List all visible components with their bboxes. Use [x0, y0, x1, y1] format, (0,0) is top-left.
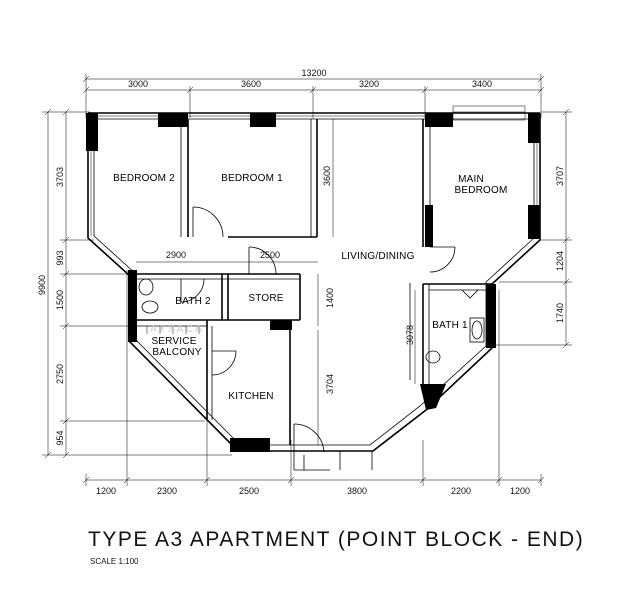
left-dimension-3: 1500: [55, 290, 65, 310]
bottom-dimension-3: 2500: [239, 486, 259, 496]
left-dimension-5: 954: [55, 430, 65, 445]
store-width-dimension: 2500: [260, 250, 280, 260]
outer-walls: [87, 105, 541, 452]
left-overall-dimension: 9900: [37, 275, 47, 295]
room-label-living-dining: LIVING/DINING: [341, 251, 414, 262]
bottom-dimension-6: 1200: [510, 486, 530, 496]
bottom-dimension-2: 2300: [157, 486, 177, 496]
room-label-store: STORE: [248, 293, 283, 304]
watermark-text: A Y S A C A: [150, 324, 202, 335]
right-dimension-1: 3707: [555, 166, 565, 186]
room-label-service-balcony-line2: BALCONY: [152, 347, 201, 358]
right-dimension-3: 1740: [555, 303, 565, 323]
room-label-bath-1: BATH 1: [432, 320, 468, 331]
room-label-bedroom-2: BEDROOM 2: [113, 173, 175, 184]
structural-columns: [86, 113, 540, 452]
bath2-width-dimension: 2900: [166, 250, 186, 260]
overall-width-label: 13200: [301, 68, 326, 78]
fixtures: [138, 278, 485, 364]
top-dimension-4: 3400: [472, 79, 492, 89]
interior-walls: [136, 119, 492, 470]
right-dimension-2: 1204: [555, 251, 565, 271]
bottom-dimension-1: 1200: [96, 486, 116, 496]
plan-title: TYPE A3 APARTMENT (POINT BLOCK - END): [88, 528, 585, 551]
bottom-dimension-4: 3800: [347, 486, 367, 496]
top-dimension-1: 3000: [128, 79, 148, 89]
bottom-dimension-lines: [82, 270, 545, 486]
bath1-depth-dimension: 3078: [405, 325, 415, 345]
plan-scale: SCALE 1:100: [90, 557, 139, 566]
top-dimension-2: 3600: [241, 79, 261, 89]
bedroom1-depth-dimension: 3600: [322, 166, 332, 186]
bottom-dimension-5: 2200: [451, 486, 471, 496]
left-dimension-2: 993: [55, 250, 65, 265]
windows: [90, 115, 538, 236]
left-dimension-1: 3703: [55, 167, 65, 187]
room-label-service-balcony-line1: SERVICE: [151, 336, 196, 347]
room-label-bedroom-1: BEDROOM 1: [221, 173, 283, 184]
top-dimension-3: 3200: [359, 79, 379, 89]
kitchen-depth-dimension: 3704: [325, 374, 335, 394]
left-dimension-lines: [42, 108, 232, 459]
store-depth-dimension: 1400: [325, 288, 335, 308]
left-dimension-4: 2750: [55, 364, 65, 384]
right-dimension-lines: [490, 108, 572, 349]
room-label-kitchen: KITCHEN: [228, 391, 273, 402]
doors: [180, 206, 456, 471]
room-label-main-bedroom-line1: MAIN: [458, 174, 484, 185]
internal-dimension-lines: [136, 119, 416, 445]
room-label-bath-2: BATH 2: [175, 296, 211, 307]
top-dimension-lines: [82, 74, 545, 118]
room-label-main-bedroom-line2: BEDROOM: [454, 185, 507, 196]
